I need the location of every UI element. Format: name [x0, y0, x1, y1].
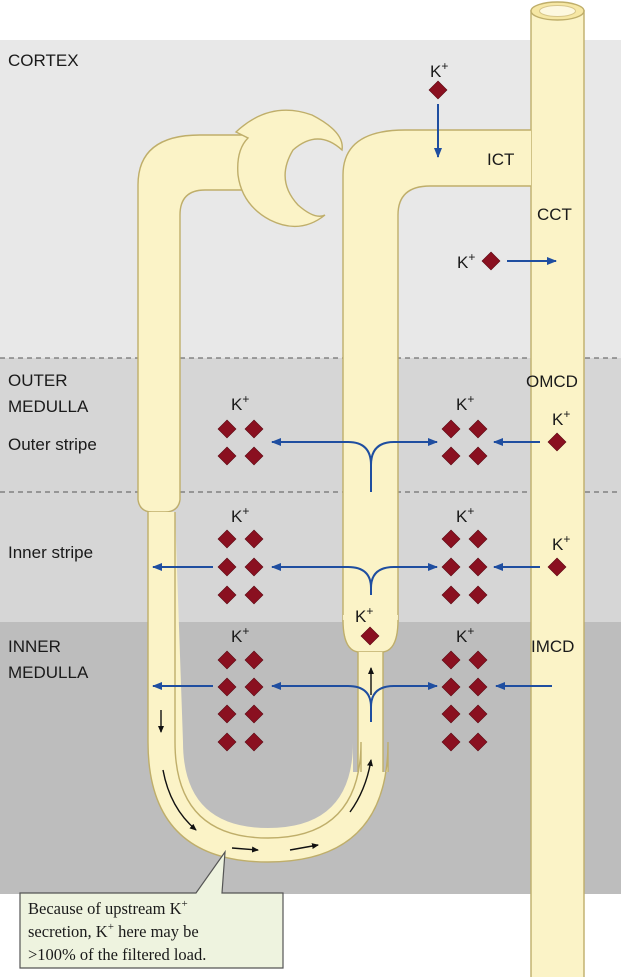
k-ion	[481, 251, 501, 271]
svg-text:K+: K+	[552, 532, 570, 554]
outer-medulla-zone	[0, 358, 621, 622]
svg-text:K+: K+	[457, 250, 475, 272]
k-label-inner-stripe-duct: K+	[552, 532, 570, 554]
svg-text:K+: K+	[231, 624, 249, 646]
inner-medulla-label-1: INNER	[8, 637, 61, 656]
inner-stripe-flow	[152, 563, 540, 595]
collecting-duct	[530, 1, 585, 977]
k-ion	[428, 80, 448, 100]
svg-text:K+: K+	[552, 407, 570, 429]
k-ion-cluster-inner-stripe-right	[441, 529, 488, 605]
svg-text:K+: K+	[231, 392, 249, 414]
connecting-tubule	[342, 129, 531, 622]
svg-text:K+: K+	[456, 624, 474, 646]
cortex-zone	[0, 40, 621, 358]
note-line-3: >100% of the filtered load.	[28, 945, 206, 964]
outer-stripe-flow	[271, 438, 540, 492]
outer-medulla-label-2: MEDULLA	[8, 397, 89, 416]
filtered-load-callout: Because of upstream K+ secretion, K+ her…	[19, 849, 284, 969]
imcd-label: IMCD	[531, 637, 574, 656]
svg-text:K+: K+	[355, 604, 373, 626]
svg-text:K+: K+	[456, 392, 474, 414]
k-label-inner-medulla-left: K+	[231, 624, 249, 646]
k-ion-cluster-inner-medulla-right	[441, 650, 488, 752]
k-label-ict: K+	[430, 59, 448, 81]
callout-box	[19, 849, 284, 969]
k-ion-cluster-outer-left	[217, 419, 264, 466]
k-label-omcd: K+	[552, 407, 570, 429]
outer-medulla-label-1: OUTER	[8, 371, 68, 390]
tubular-flow-arrows	[158, 667, 374, 853]
k-ion	[547, 432, 567, 452]
svg-text:K+: K+	[231, 504, 249, 526]
k-ion	[360, 626, 380, 646]
outer-stripe-label: Outer stripe	[8, 435, 97, 454]
bowmans-capsule	[234, 109, 343, 228]
inner-medulla-label-2: MEDULLA	[8, 663, 89, 682]
k-label-inner-medulla-right: K+	[456, 624, 474, 646]
inner-medulla-flow	[152, 682, 552, 722]
note-line-1: Because of upstream K+	[28, 898, 188, 918]
loop-of-henle	[147, 512, 389, 863]
proximal-tubule	[137, 134, 250, 513]
k-ion	[547, 557, 567, 577]
inner-stripe-label: Inner stripe	[8, 543, 93, 562]
k-label-cct: K+	[457, 250, 475, 272]
omcd-label: OMCD	[526, 372, 578, 391]
k-ion-cluster-inner-stripe-left	[217, 529, 264, 605]
top-margin	[0, 0, 621, 40]
k-label-outer-right: K+	[456, 392, 474, 414]
k-label-inner-stripe-left: K+	[231, 504, 249, 526]
k-label-loop-tip: K+	[355, 604, 373, 626]
svg-text:K+: K+	[430, 59, 448, 81]
cortex-label: CORTEX	[8, 51, 79, 70]
svg-text:K+: K+	[456, 504, 474, 526]
ict-label: ICT	[487, 150, 514, 169]
k-ion-cluster-inner-medulla-left	[217, 650, 264, 752]
note-line-2: secretion, K+ here may be	[28, 921, 199, 941]
k-ion-cluster-outer-right	[441, 419, 488, 466]
k-label-outer-left: K+	[231, 392, 249, 414]
cct-label: CCT	[537, 205, 572, 224]
k-label-inner-stripe-right: K+	[456, 504, 474, 526]
